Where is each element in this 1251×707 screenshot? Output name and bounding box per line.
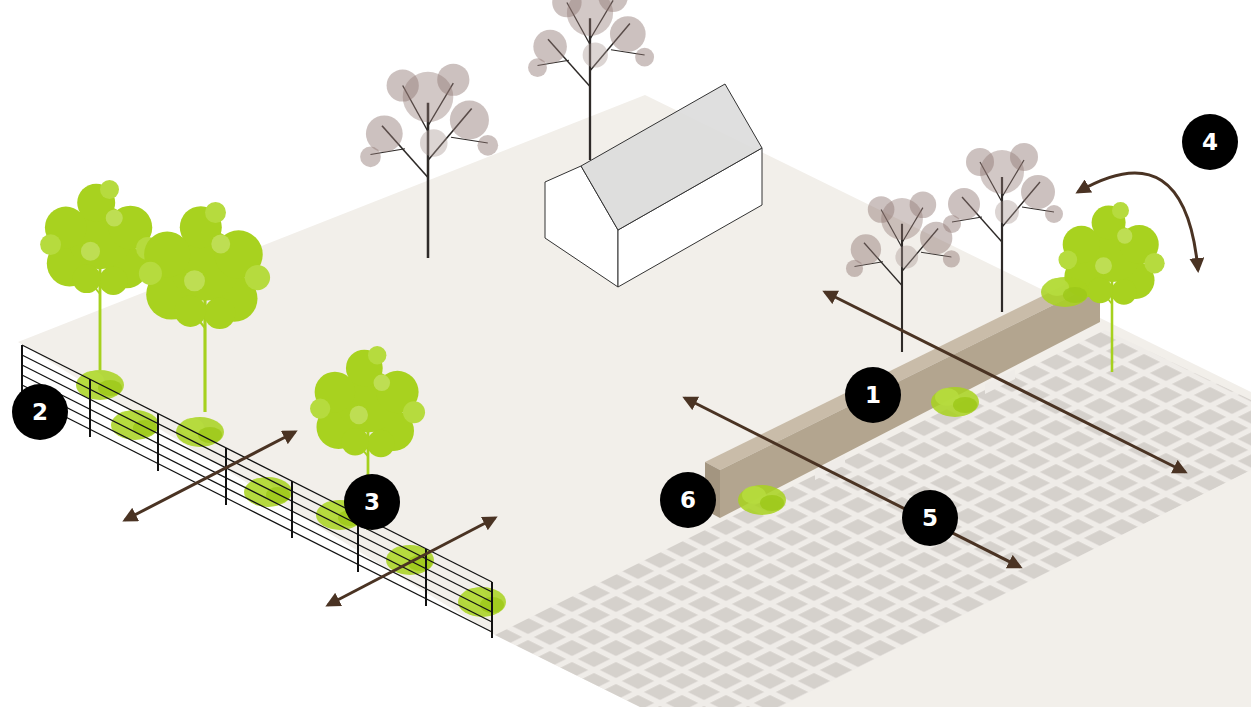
- green-tree: [139, 202, 270, 412]
- two-way-arrow: [685, 398, 1020, 567]
- curved-arrow: [1078, 173, 1198, 270]
- bare-tree: [846, 191, 960, 352]
- bush: [244, 477, 292, 507]
- bare-tree: [360, 64, 498, 258]
- two-way-arrow: [125, 432, 295, 520]
- bush: [458, 587, 506, 617]
- two-way-arrow: [328, 518, 495, 605]
- wall-top: [705, 275, 1100, 470]
- house: [545, 84, 762, 287]
- bush: [931, 387, 979, 417]
- callout-number: 4: [1182, 114, 1238, 170]
- bush: [111, 410, 159, 440]
- callout-number: 5: [902, 490, 958, 546]
- green-tree: [310, 346, 425, 530]
- wall: [705, 275, 1100, 518]
- two-way-arrow: [825, 292, 1185, 472]
- paving: [495, 330, 1251, 707]
- bush: [1041, 277, 1089, 307]
- callout-number: 2: [12, 384, 68, 440]
- house-roof: [581, 84, 762, 230]
- callout-number: 1: [845, 367, 901, 423]
- arrows: [125, 173, 1198, 605]
- bush: [738, 485, 786, 515]
- callout-number: 6: [660, 472, 716, 528]
- callout-number: 3: [344, 474, 400, 530]
- fence: [22, 345, 492, 638]
- bush: [176, 417, 224, 447]
